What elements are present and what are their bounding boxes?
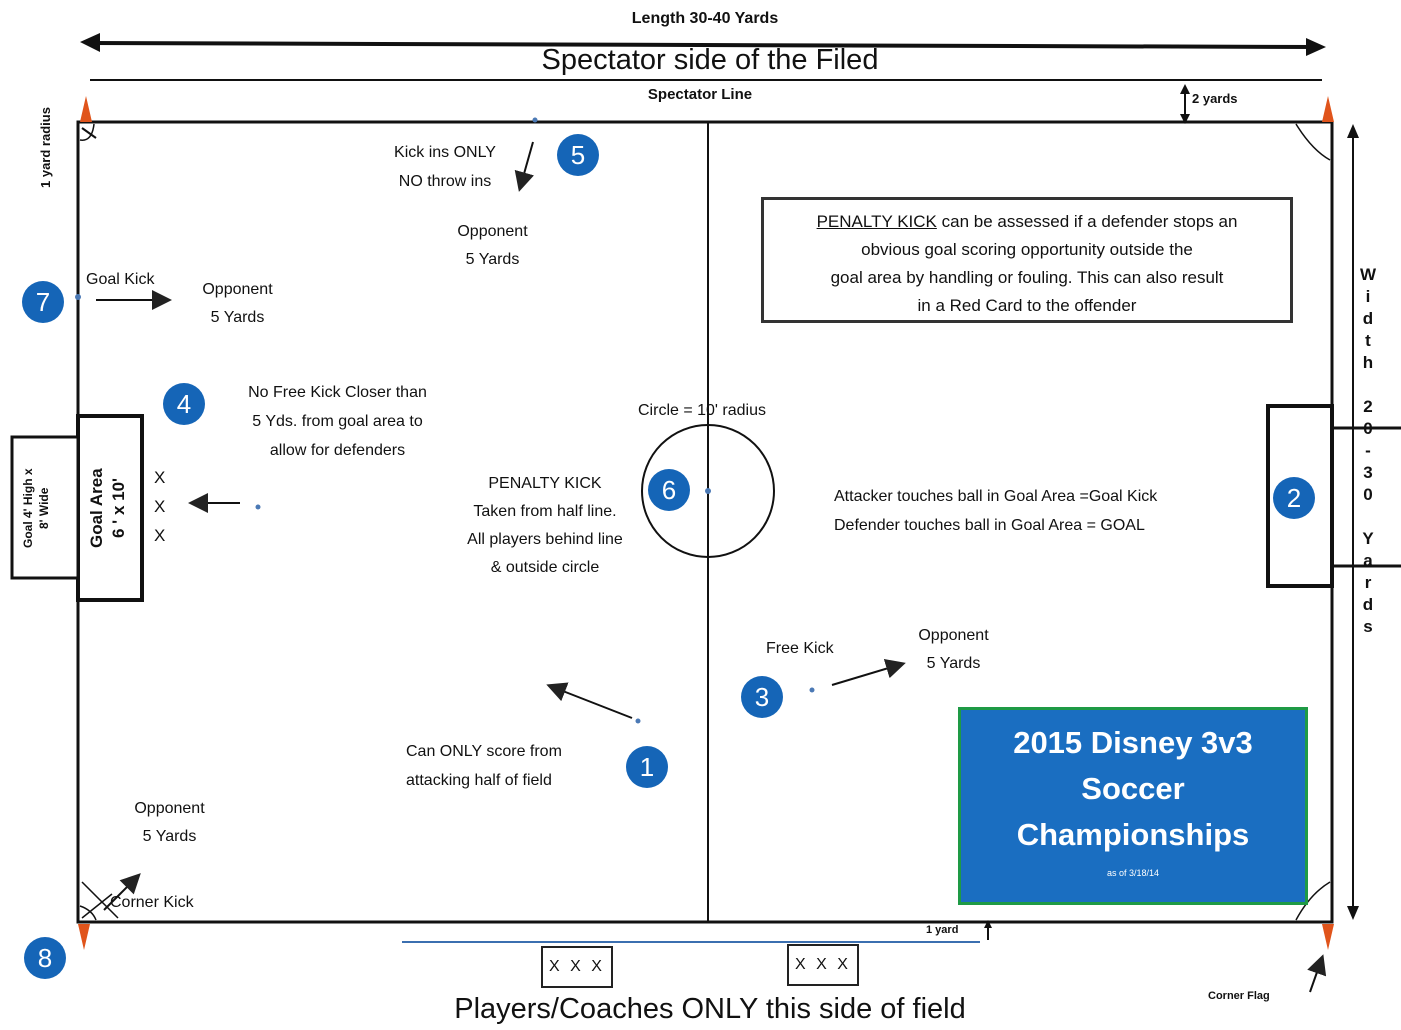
badge-3: 3 xyxy=(741,676,783,718)
width-letter: W xyxy=(1359,265,1377,284)
corner-flag-bottom-left xyxy=(78,924,90,950)
bench-right: X X X xyxy=(787,944,859,986)
goal-area-line1: Goal Area xyxy=(87,468,106,548)
penalty-kick-line1: PENALTY KICK xyxy=(488,475,602,492)
width-letter: t xyxy=(1365,331,1371,350)
goal-area-rule-line2: Defender touches ball in Goal Area = GOA… xyxy=(834,517,1145,534)
title-line1: 2015 Disney 3v3 xyxy=(1013,725,1253,760)
width-letter: 3 xyxy=(1363,463,1373,482)
center-circle xyxy=(641,424,775,558)
penalty-kick-line3: All players behind line xyxy=(467,531,623,548)
free-kick-opp-line1: Opponent xyxy=(918,627,989,644)
badge-4: 4 xyxy=(163,383,205,425)
free-kick-opp-line2: 5 Yards xyxy=(926,655,981,672)
badge-2: 2 xyxy=(1273,477,1315,519)
corner-kick-opponent: Opponent 5 Yards xyxy=(102,795,237,851)
width-letter: s xyxy=(1363,617,1373,636)
badge-5: 5 xyxy=(557,134,599,176)
corner-flag-top-left xyxy=(80,96,92,122)
free-kick-distance-line1: No Free Kick Closer than xyxy=(248,384,427,401)
corner-flag-top-right xyxy=(1322,96,1334,122)
penalty-kick-rule-box: PENALTY KICK can be assessed if a defend… xyxy=(761,197,1293,323)
one-yard-label: 1 yard xyxy=(926,924,959,936)
two-yards-label: 2 yards xyxy=(1192,91,1238,106)
goal-area-rule-note: Attacker touches ball in Goal Area =Goal… xyxy=(834,482,1157,540)
title-date: as of 3/18/14 xyxy=(1106,868,1160,878)
penalty-rule-line3: goal area by handling or fouling. This c… xyxy=(830,268,1224,287)
goal-size-line1: Goal 4' High x xyxy=(21,468,35,548)
corner-kick-opp-line2: 5 Yards xyxy=(142,828,197,845)
corner-kick-label: Corner Kick xyxy=(110,894,194,911)
width-letter: 0 xyxy=(1363,419,1373,438)
free-kick-label: Free Kick xyxy=(766,640,834,657)
goal-kick-opponent: Opponent 5 Yards xyxy=(170,276,305,332)
kick-ins-note: Kick ins ONLY NO throw ins xyxy=(360,138,530,196)
players-side-title: Players/Coaches ONLY this side of field xyxy=(454,993,966,1025)
goal-kick-label: Goal Kick xyxy=(86,271,155,288)
width-letter: r xyxy=(1364,573,1372,592)
kick-ins-opp-line1: Opponent xyxy=(457,223,528,240)
width-letter: a xyxy=(1363,551,1373,570)
kick-ins-line1: Kick ins ONLY xyxy=(394,144,496,161)
spectator-side-title: Spectator side of the Filed xyxy=(541,44,879,76)
kick-ins-opponent: Opponent 5 Yards xyxy=(420,218,565,274)
championship-title-box: 2015 Disney 3v3 Soccer Championships as … xyxy=(958,707,1308,905)
scoring-rule-line1: Can ONLY score from xyxy=(406,743,562,760)
goal-area-label: Goal Area 6 ' x 10' xyxy=(86,420,130,596)
title-line2: Soccer xyxy=(1081,771,1185,806)
free-kick-opponent: Opponent 5 Yards xyxy=(886,622,1021,678)
free-kick-distance-line3: allow for defenders xyxy=(269,442,406,459)
circle-radius-label: Circle = 10' radius xyxy=(638,402,766,419)
penalty-kick-note: PENALTY KICK Taken from half line. All p… xyxy=(430,470,660,582)
goal-area-rule-line1: Attacker touches ball in Goal Area =Goal… xyxy=(834,488,1158,505)
spectator-line-label: Spectator Line xyxy=(647,86,753,103)
goal-size-line2: 8' Wide xyxy=(37,487,51,529)
scoring-rule-line2: attacking half of field xyxy=(406,772,552,789)
left-goal xyxy=(10,435,80,580)
corner-kick-opp-line1: Opponent xyxy=(134,800,205,817)
badge-1: 1 xyxy=(626,746,668,788)
corner-flag-label: Corner Flag xyxy=(1208,990,1270,1002)
length-label: Length 30-40 Yards xyxy=(631,10,779,27)
free-kick-distance-note: No Free Kick Closer than 5 Yds. from goa… xyxy=(205,378,470,465)
goal-kick-opp-line1: Opponent xyxy=(202,281,273,298)
bench-left: X X X xyxy=(541,946,613,988)
penalty-rule-line1-rest: can be assessed if a defender stops an xyxy=(936,212,1238,231)
free-kick-distance-line2: 5 Yds. from goal area to xyxy=(252,413,423,430)
width-letter: i xyxy=(1365,287,1371,306)
badge-6: 6 xyxy=(648,469,690,511)
goal-size-label: Goal 4' High x 8' Wide xyxy=(20,440,52,576)
scoring-rule-note: Can ONLY score from attacking half of fi… xyxy=(406,737,562,795)
width-letter: Y xyxy=(1362,529,1374,548)
defender-mark-3: X xyxy=(154,526,166,545)
title-line3: Championships xyxy=(1016,817,1250,852)
width-letter: d xyxy=(1362,309,1374,328)
corner-flag-bottom-right xyxy=(1322,924,1334,950)
left-goal-area xyxy=(76,414,144,602)
width-letter: d xyxy=(1362,595,1374,614)
penalty-rule-line2: obvious goal scoring opportunity outside… xyxy=(861,240,1193,259)
penalty-rule-line1: PENALTY KICK can be assessed if a defend… xyxy=(764,208,1290,236)
width-letter: 2 xyxy=(1363,397,1373,416)
badge-7: 7 xyxy=(22,281,64,323)
goal-area-line2: 6 ' x 10' xyxy=(109,477,128,539)
badge-8: 8 xyxy=(24,937,66,979)
defender-mark-2: X xyxy=(154,497,166,516)
kick-ins-opp-line2: 5 Yards xyxy=(465,251,520,268)
goal-kick-opp-line2: 5 Yards xyxy=(210,309,265,326)
penalty-kick-line4: & outside circle xyxy=(490,559,600,576)
one-yard-radius-label: 1 yard radius xyxy=(38,107,53,188)
length-arrow xyxy=(87,41,1317,49)
width-letter: 0 xyxy=(1363,485,1373,504)
width-letter: - xyxy=(1365,441,1371,460)
width-letter: h xyxy=(1362,353,1374,372)
kick-ins-line2: NO throw ins xyxy=(398,173,492,190)
penalty-rule-lead: PENALTY KICK xyxy=(816,212,937,231)
penalty-kick-line2: Taken from half line. xyxy=(473,503,617,520)
defender-mark-1: X xyxy=(154,468,166,487)
right-goal xyxy=(1330,426,1401,568)
penalty-rule-line4: in a Red Card to the offender xyxy=(917,296,1137,315)
